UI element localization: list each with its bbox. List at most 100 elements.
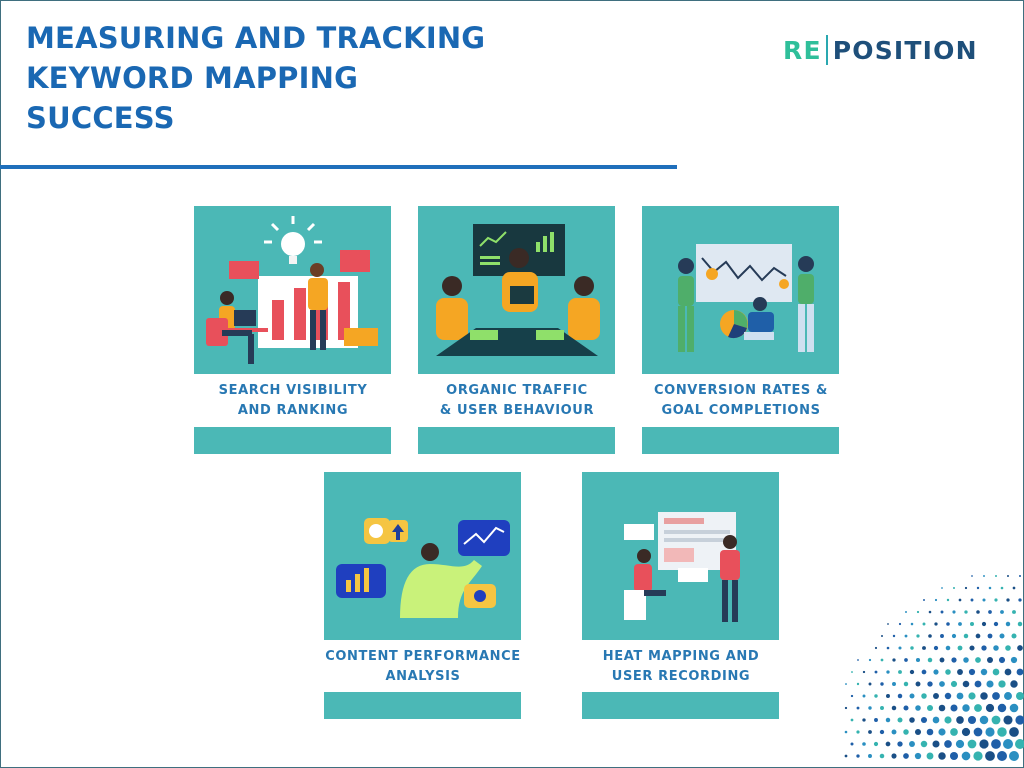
logo-part-position: POSITION: [832, 35, 978, 65]
decorative-dot: [862, 670, 866, 674]
decorative-dot: [973, 751, 983, 761]
decorative-dot: [974, 704, 982, 712]
decorative-dot: [1012, 586, 1016, 590]
decorative-dot: [914, 728, 922, 736]
decorative-dot: [892, 682, 896, 686]
decorative-dot: [992, 692, 1000, 700]
decorative-dot: [868, 658, 872, 662]
decorative-dot: [997, 727, 1007, 737]
card-label-line: ORGANIC TRAFFIC: [446, 383, 588, 398]
title-line-2: KEYWORD MAPPING: [26, 61, 359, 95]
decorative-dot: [915, 681, 921, 687]
decorative-dot: [862, 694, 866, 698]
decorative-dot: [967, 739, 977, 749]
decorative-dot: [886, 646, 890, 650]
decorative-dot: [985, 703, 995, 713]
card-bar-search-visibility: [194, 427, 391, 454]
decorative-dot: [891, 729, 897, 735]
decorative-dot: [1003, 739, 1013, 749]
decorative-dot: [898, 670, 902, 674]
decorative-dot: [979, 715, 989, 725]
decorative-dot: [961, 727, 971, 737]
decorative-dot: [923, 599, 925, 601]
decorative-dot: [946, 622, 950, 626]
decorative-dot: [886, 670, 890, 674]
decorative-dot: [845, 683, 847, 685]
decorative-dot: [868, 706, 872, 710]
card-organic-traffic-illustration: [418, 206, 615, 374]
decorative-dot: [920, 740, 928, 748]
decorative-dot: [1012, 610, 1016, 614]
decorative-dot: [982, 598, 986, 602]
decorative-dot: [986, 680, 994, 688]
card-label-content-performance: CONTENT PERFORMANCE ANALYSIS: [308, 647, 538, 687]
decorative-dot: [844, 706, 848, 710]
decorative-dot: [891, 705, 897, 711]
decorative-dot: [932, 740, 940, 748]
decorative-dot: [969, 645, 975, 651]
decorative-dot: [941, 587, 943, 589]
decorative-dot: [993, 645, 999, 651]
reposition-logo: RE POSITION: [783, 33, 978, 67]
decorative-dot: [915, 657, 921, 663]
decorative-dot: [934, 622, 938, 626]
analytics-board-illustration: [678, 244, 814, 352]
decorative-dot: [1017, 645, 1023, 651]
decorative-dot: [983, 575, 985, 577]
card-bar-conversion-rates: [642, 427, 839, 454]
card-label-line: & USER BEHAVIOUR: [439, 403, 595, 418]
decorative-dot: [1005, 645, 1011, 651]
card-content-performance-illustration: [324, 472, 521, 640]
decorative-dot: [962, 704, 970, 712]
content-analysis-illustration: [336, 518, 510, 618]
card-label-line: ANALYSIS: [385, 669, 461, 684]
decorative-dot: [844, 754, 848, 758]
decorative-dot: [938, 728, 946, 736]
decorative-dot: [892, 658, 896, 662]
decorative-dot: [897, 717, 903, 723]
decorative-dot: [939, 657, 945, 663]
decorative-dot: [850, 694, 854, 698]
decorative-dot: [862, 718, 866, 722]
decorative-dot: [945, 669, 951, 675]
decorative-dot: [873, 741, 879, 747]
decorative-dot: [949, 751, 959, 761]
decorative-dot: [897, 693, 903, 699]
decorative-dot: [874, 694, 878, 698]
decorative-dot: [928, 610, 932, 614]
decorative-dot: [905, 611, 907, 613]
card-label-line: CONVERSION RATES &: [654, 383, 828, 398]
decorative-dot: [915, 705, 921, 711]
decorative-dot: [857, 659, 859, 661]
decorative-dot: [951, 633, 957, 639]
decorative-dot: [1005, 621, 1011, 627]
decorative-dot: [856, 730, 860, 734]
decorative-dot: [1015, 691, 1024, 701]
title-line-3: SUCCESS: [26, 101, 175, 135]
decorative-dot: [944, 692, 952, 700]
decorative-dot: [946, 598, 950, 602]
decorative-dot: [950, 728, 958, 736]
decorative-dot: [926, 752, 934, 760]
card-label-conversion-rates: CONVERSION RATES & GOAL COMPLETIONS: [626, 381, 856, 421]
decorative-dot: [956, 716, 964, 724]
decorative-dot: [928, 634, 932, 638]
decorative-dot: [964, 586, 968, 590]
decorative-dot: [910, 622, 914, 626]
decorative-dot: [985, 751, 995, 761]
decorative-dot: [1016, 668, 1024, 676]
seo-team-illustration: [206, 216, 378, 364]
card-search-visibility-illustration: [194, 206, 391, 374]
decorative-dot: [967, 715, 977, 725]
decorative-dot: [940, 610, 944, 614]
decorative-dot: [880, 682, 884, 686]
decorative-dot: [932, 716, 940, 724]
decorative-dot: [914, 752, 922, 760]
decorative-dot: [933, 645, 939, 651]
decorative-dot: [1004, 668, 1012, 676]
decorative-dot: [997, 703, 1007, 713]
card-heat-mapping-illustration: [582, 472, 779, 640]
card-label-line: GOAL COMPLETIONS: [661, 403, 821, 418]
decorative-dot: [1006, 598, 1010, 602]
decorative-dot: [921, 693, 927, 699]
